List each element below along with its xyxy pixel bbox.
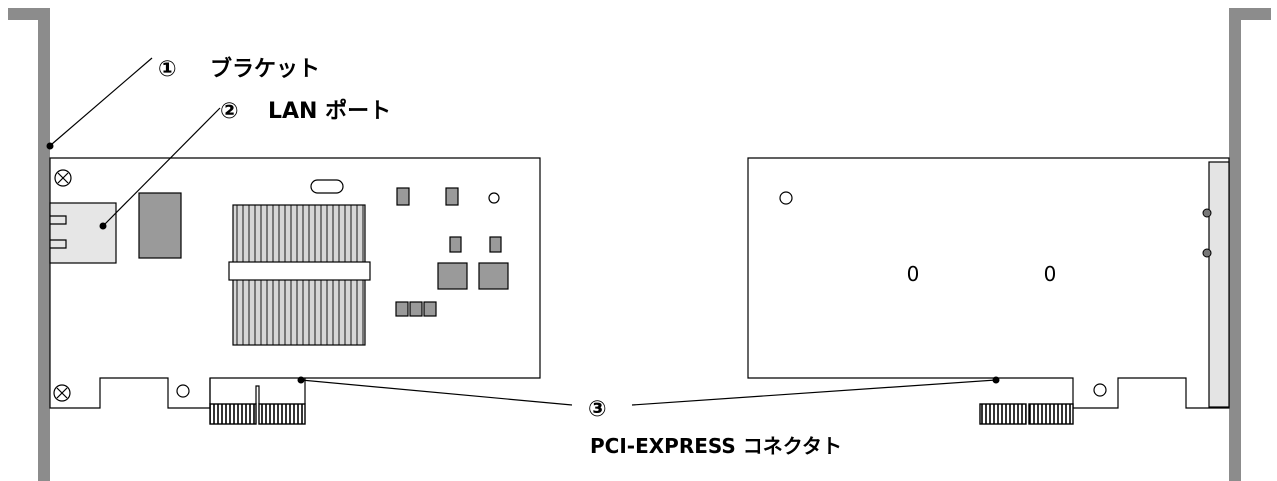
leader-bracket [51,57,153,145]
bracket-right [1229,8,1271,481]
callout-bracket-number: ① [158,57,177,82]
pcie-connector-front [209,378,306,425]
mount-hole-back-bottom [1093,383,1107,397]
lan-port [49,202,117,264]
callout-connector-number: ③ [588,397,607,422]
small-components [395,187,509,317]
leader-lines [51,57,997,406]
bracket-edge-strip [1208,161,1230,408]
screw-icon-top [54,169,72,187]
heatsink [228,204,371,346]
callout-lan-port: ② LAN ポート [220,98,391,124]
callout-lan-port-number: ② [220,99,239,124]
pcie-connector-back [979,403,1074,425]
pcb-board-back [747,157,1230,409]
mount-hole-back-top [779,191,793,205]
chip-large [138,192,182,259]
callout-bracket-text: ブラケット [210,56,320,82]
back-marking-1: 0 [907,262,920,286]
oval-hole [310,179,344,194]
callout-connector-text: PCI-EXPRESS コネクタト [590,434,842,458]
back-marking-2: 0 [1044,262,1057,286]
leader-connector-front [300,379,573,406]
front-view [8,8,541,481]
leader-lan-port [102,107,221,227]
callout-lan-port-text: LAN ポート [268,98,391,124]
screw-icon-bottom [53,384,71,402]
back-view: 0 0 [747,8,1271,481]
bracket-left [8,8,50,481]
mount-hole-front [176,384,190,398]
leader-connector-back [631,379,997,406]
callout-bracket: ① ブラケット [158,56,320,82]
callout-connector: ③ PCI-EXPRESS コネクタト [588,397,842,458]
leader-dots [46,142,1000,384]
